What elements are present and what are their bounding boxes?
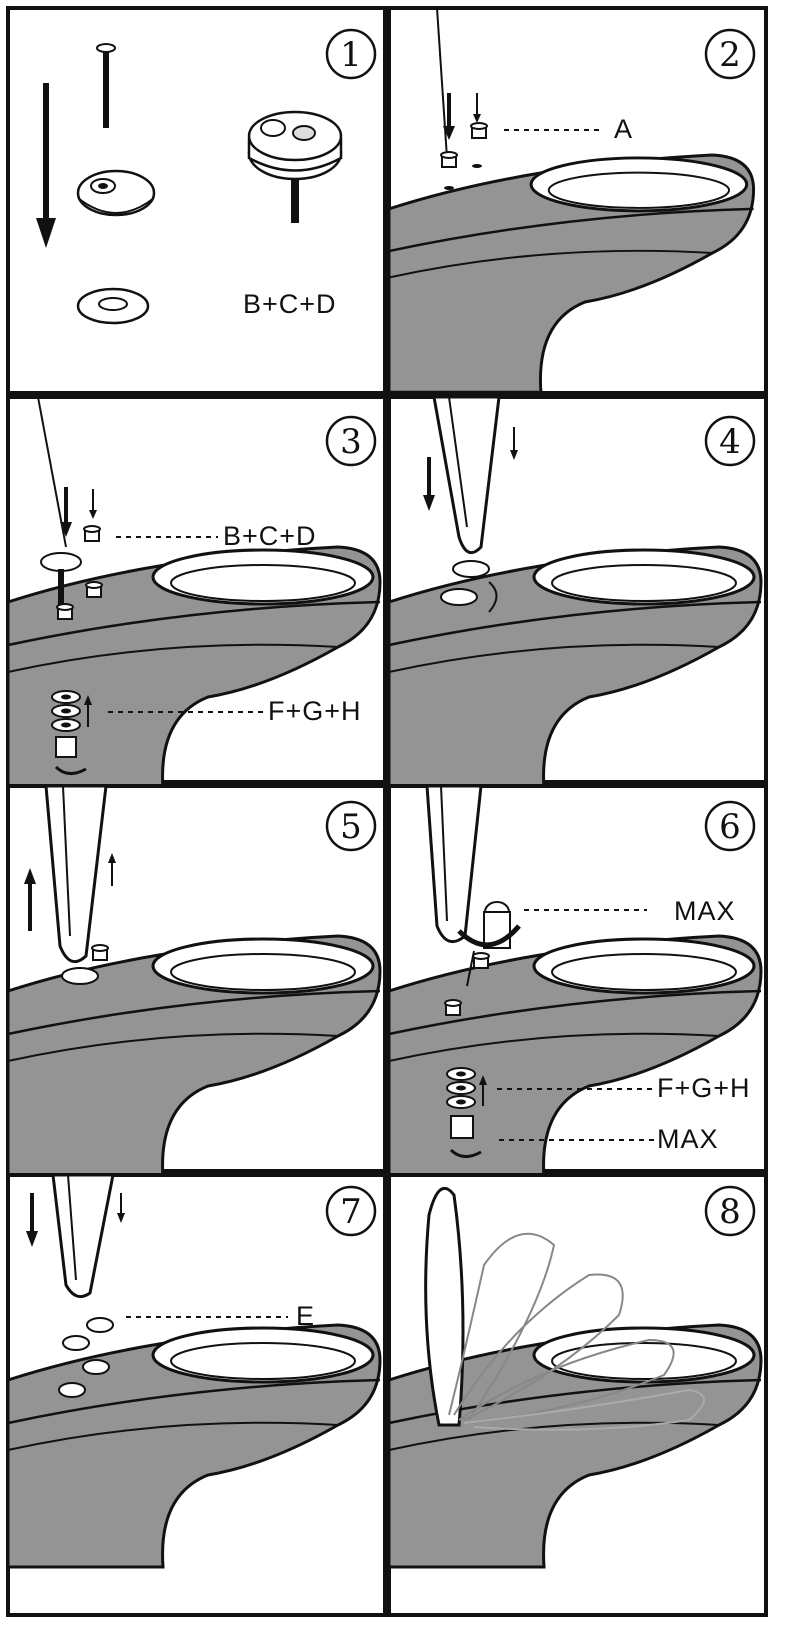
step-6-label-2: F+G+H — [657, 1073, 751, 1103]
numbered-circle-icon: 7 — [327, 1187, 375, 1235]
step-6-panel: MAX F+G+H MAX 6 — [389, 786, 766, 1178]
step-8-panel: 8 — [389, 1175, 766, 1615]
numbered-circle-icon: 3 — [327, 417, 375, 465]
step-6-number: 6 — [719, 807, 741, 847]
washer-icon — [78, 289, 148, 323]
step-6-label-1: MAX — [674, 896, 736, 926]
step-2-panel: A 2 — [389, 8, 766, 393]
step-8-number: 8 — [719, 1192, 741, 1232]
step-3-label-1: B+C+D — [223, 521, 317, 551]
step-6-label-3: MAX — [657, 1124, 719, 1154]
step-3-number: 3 — [340, 422, 362, 462]
step-2-number: 2 — [719, 35, 741, 75]
step-1-label-1: B+C+D — [243, 289, 337, 319]
washer-icon — [78, 171, 154, 215]
step-3-label-2: F+G+H — [268, 696, 362, 726]
step-7-label-1: E — [296, 1301, 315, 1331]
numbered-circle-icon: 6 — [706, 802, 754, 850]
numbered-circle-icon: 1 — [327, 30, 375, 78]
step-2-label-1: A — [614, 114, 633, 144]
step-7-number: 7 — [340, 1192, 362, 1232]
numbered-circle-icon: 5 — [327, 802, 375, 850]
numbered-circle-icon: 4 — [706, 417, 754, 465]
numbered-circle-icon: 8 — [706, 1187, 754, 1235]
step-3-panel: B+C+D F+G+H 3 — [8, 397, 385, 789]
step-5-panel: 5 — [8, 786, 385, 1178]
numbered-circle-icon: 2 — [706, 30, 754, 78]
step-5-number: 5 — [340, 807, 362, 847]
step-1-number: 1 — [340, 35, 362, 75]
step-1-panel: B+C+D 1 — [8, 8, 385, 393]
step-4-number: 4 — [719, 422, 741, 462]
step-4-panel: 4 — [389, 397, 766, 789]
step-7-panel: E 7 — [8, 1175, 385, 1615]
